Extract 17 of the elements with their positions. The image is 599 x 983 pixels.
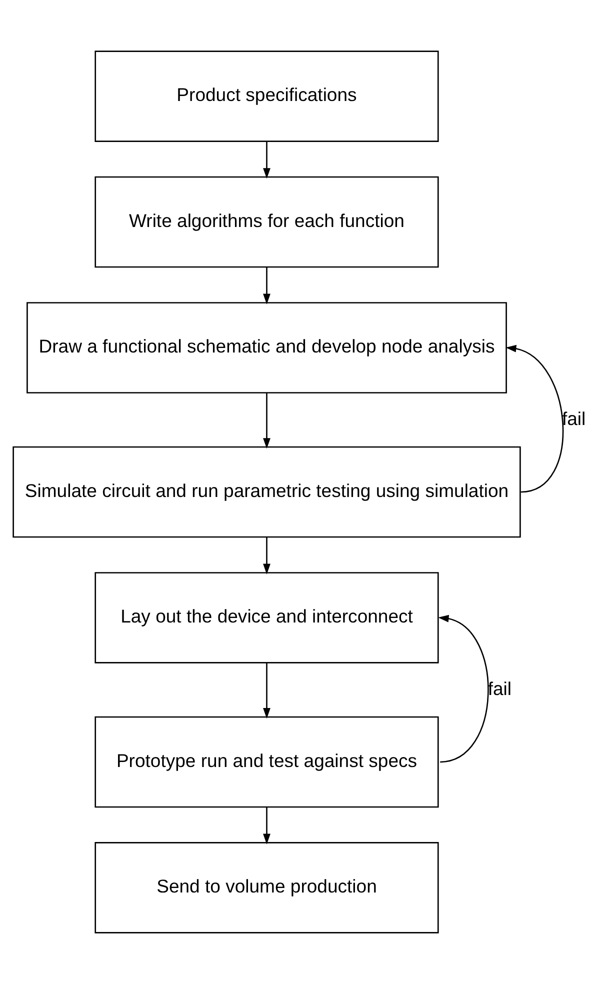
edge-label: fail [562,407,586,428]
arrow [263,536,270,574]
node-box: Prototype run and test against specs [94,716,439,808]
node-box: Write algorithms for each function [94,176,439,268]
node-box: Send to volume production [94,842,439,933]
node-box: Draw a functional schematic and develop node analysis [26,302,507,393]
arrow [438,614,489,762]
arrow [263,140,270,178]
arrow [263,662,270,718]
edge-label: fail [488,677,512,698]
node-box: Simulate circuit and run parametric testing using simulation [12,446,521,538]
arrow [263,806,270,844]
node-box: Product specifications [94,50,439,142]
arrow [263,392,270,448]
arrow [263,266,270,304]
node-box: Lay out the device and interconnect [94,572,439,663]
arrow [506,344,564,492]
